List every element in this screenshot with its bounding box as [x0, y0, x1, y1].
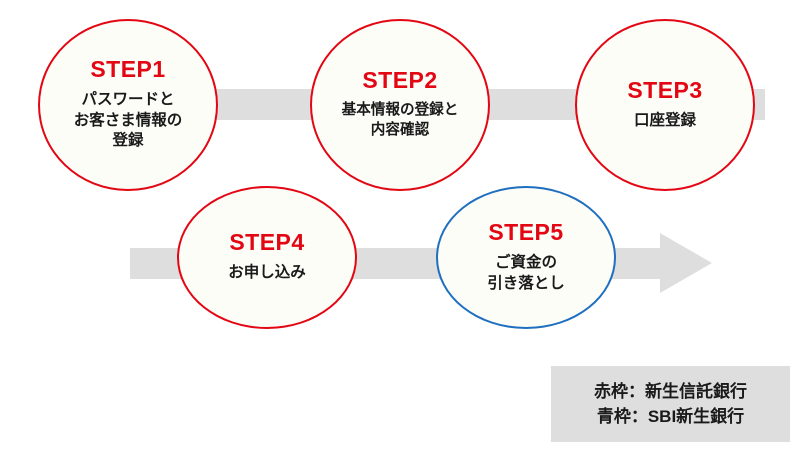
- step-circle-step2[interactable]: STEP2 基本情報の登録と 内容確認: [310, 19, 490, 191]
- legend-line-red: 赤枠：新生信託銀行: [594, 381, 747, 401]
- step-label-step1: STEP1: [90, 55, 166, 82]
- step-circle-step3[interactable]: STEP3 口座登録: [575, 19, 755, 191]
- step-circle-step1[interactable]: STEP1 パスワードと お客さま情報の 登録: [38, 19, 218, 191]
- step-text-step4: お申し込み: [228, 264, 306, 282]
- step-text-step2: 基本情報の登録と 内容確認: [341, 102, 459, 138]
- step-label-step2: STEP2: [362, 67, 438, 94]
- step-circle-step4[interactable]: STEP4 お申し込み: [177, 186, 357, 329]
- step-label-step5: STEP5: [488, 218, 564, 245]
- step-text-step1: パスワードと お客さま情報の 登録: [73, 90, 183, 150]
- step-label-step3: STEP3: [627, 76, 703, 103]
- legend-line-blue: 青枠：SBI新生銀行: [596, 407, 745, 426]
- flow-arrow-head-icon: [660, 233, 712, 293]
- step-text-step5: ご資金の 引き落とし: [487, 253, 565, 292]
- step-text-step3: 口座登録: [633, 111, 696, 129]
- legend-box: 赤枠：新生信託銀行 青枠：SBI新生銀行: [551, 366, 790, 442]
- step-circle-step5[interactable]: STEP5 ご資金の 引き落とし: [436, 186, 616, 329]
- step-label-step4: STEP4: [229, 229, 305, 256]
